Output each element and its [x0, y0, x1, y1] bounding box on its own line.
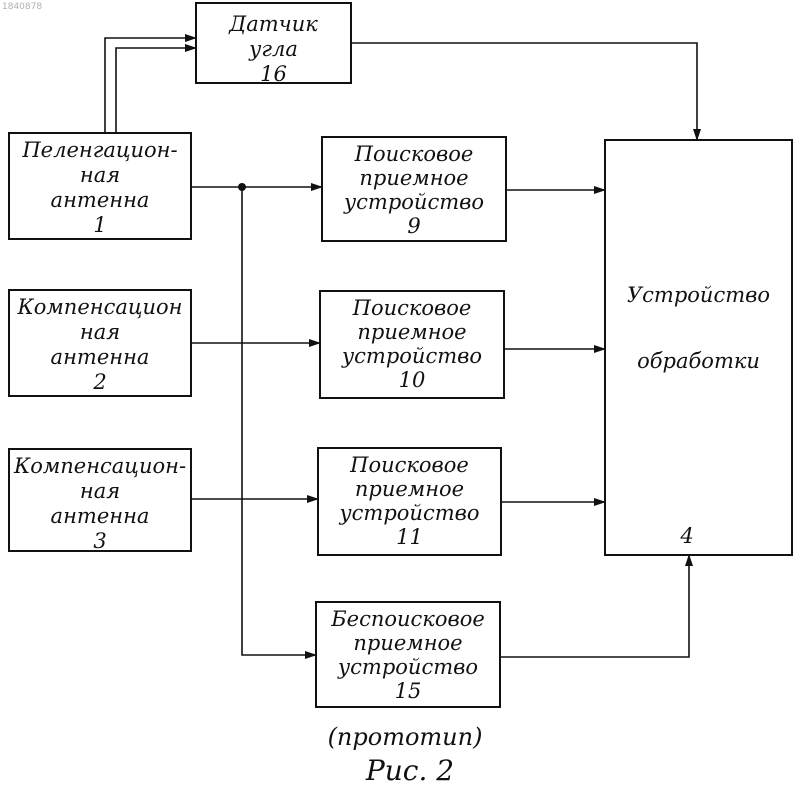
block-label-line: 1	[93, 213, 106, 237]
block-label-line: Компенсацион-	[13, 454, 186, 478]
arrow-df-antenna-to-angle-sensor-second-line	[116, 48, 196, 133]
block-label-line: устройство	[343, 190, 484, 214]
block-label-line: Поисковое	[352, 296, 472, 320]
block-label-line: Поисковое	[354, 142, 474, 166]
block-comp-antenna-3: Компенсацион-наяантенна3	[9, 449, 191, 553]
prototype-note: (прототип)	[328, 723, 483, 751]
block-label-line: угла	[248, 37, 298, 61]
block-label-line: 10	[399, 368, 426, 392]
block-label-line: 3	[93, 529, 106, 553]
arrow-angle-sensor-to-processing-unit	[351, 43, 697, 140]
block-label-line: устройство	[337, 655, 478, 679]
block-label-line: приемное	[355, 477, 464, 501]
block-label-line: 2	[92, 370, 106, 394]
block-label-line: Устройство	[627, 283, 770, 307]
block-label-line: Беспоисковое	[330, 607, 485, 631]
block-label-line: Пеленгацион-	[21, 138, 177, 162]
document-id: 1840878	[2, 2, 42, 12]
block-label-line: Поисковое	[349, 453, 469, 477]
block-label-line: приемное	[359, 166, 468, 190]
block-search-receiver-10: Поисковоеприемноеустройство10	[320, 291, 504, 398]
block-label-line: приемное	[353, 631, 462, 655]
blocks: Датчикугла16Пеленгацион-наяантенна1Компе…	[9, 3, 792, 707]
arrow-df-antenna-to-nonsearch-receiver-15	[242, 187, 316, 655]
block-label-line: приемное	[357, 320, 466, 344]
block-angle-sensor: Датчикугла16	[196, 3, 351, 86]
block-label-line: 15	[395, 679, 422, 703]
block-frame	[605, 140, 792, 555]
arrow-df-antenna-to-angle-sensor	[105, 38, 196, 133]
block-label-line: обработки	[637, 349, 760, 373]
block-label-line: 11	[396, 525, 423, 549]
block-label-line: антенна	[51, 345, 150, 369]
block-search-receiver-9: Поисковоеприемноеустройство9	[322, 137, 506, 241]
junction-dot	[238, 183, 246, 191]
figure-caption: Рис. 2	[365, 754, 454, 786]
block-processing-unit: Устройство обработки 4	[605, 140, 792, 555]
block-label-line: Компенсацион	[16, 295, 182, 319]
block-label-line: ная	[80, 320, 120, 344]
block-df-antenna: Пеленгацион-наяантенна1	[9, 133, 191, 239]
block-label-line: 4	[679, 524, 693, 548]
block-comp-antenna-2: Компенсационнаяантенна2	[9, 290, 191, 396]
block-label-line: Датчик	[228, 12, 318, 36]
block-label-line: ная	[80, 163, 120, 187]
block-label-line: 16	[260, 62, 287, 86]
block-nonsearch-receiver-15: Беспоисковоеприемноеустройство15	[316, 602, 500, 707]
arrow-nonsearch-receiver-15-to-processing-unit	[500, 555, 689, 657]
block-search-receiver-11: Поисковоеприемноеустройство11	[318, 448, 501, 555]
block-label-line: антенна	[51, 188, 150, 212]
block-label-line: 9	[407, 214, 420, 238]
block-label-line: ная	[80, 479, 120, 503]
block-label-line: антенна	[51, 504, 150, 528]
block-label-line: устройство	[338, 501, 479, 525]
block-label-line: устройство	[341, 344, 482, 368]
